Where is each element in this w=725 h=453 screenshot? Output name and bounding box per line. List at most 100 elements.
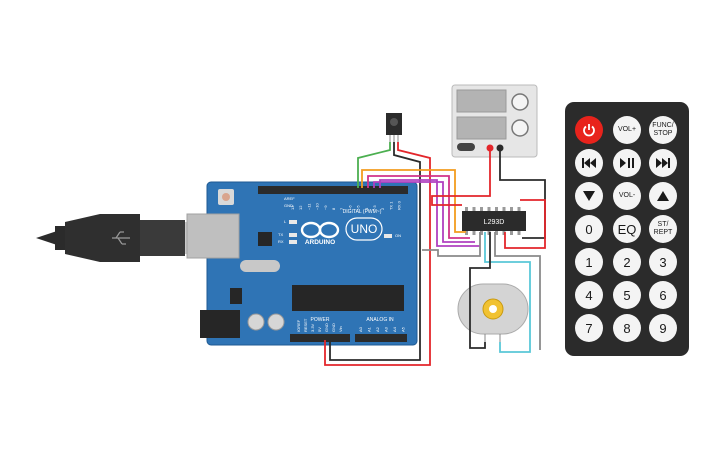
pin-label: A0 bbox=[358, 326, 363, 332]
led-l-label: L bbox=[284, 219, 287, 224]
remote-button-label: 6 bbox=[659, 287, 667, 303]
pin-label: RESET bbox=[303, 318, 308, 332]
chip-pin[interactable] bbox=[517, 207, 521, 211]
remote-button-func-stop[interactable]: FUNC/ STOP bbox=[649, 116, 677, 144]
pin-label: 3.3V bbox=[310, 323, 315, 332]
board-model-label: UNO bbox=[351, 222, 378, 236]
wires bbox=[324, 142, 546, 366]
crystal bbox=[240, 260, 280, 272]
pin-label: 5V bbox=[317, 327, 322, 332]
pin-label: Vin bbox=[338, 326, 343, 332]
chip-pin[interactable] bbox=[495, 207, 498, 211]
skip-back-icon bbox=[582, 158, 596, 168]
pin-label: 12 bbox=[298, 205, 303, 210]
remote-button-2[interactable]: 2 bbox=[613, 248, 641, 276]
play-pause-icon bbox=[620, 158, 634, 168]
remote-button-st-rept[interactable]: ST/ REPT bbox=[649, 215, 677, 243]
chip-pin[interactable] bbox=[465, 231, 468, 235]
chip-pin[interactable] bbox=[487, 231, 491, 235]
pin-label: GND bbox=[331, 323, 336, 332]
pin-label: ~5 bbox=[356, 205, 361, 210]
l293d-driver-chip[interactable]: L293D bbox=[462, 207, 526, 235]
remote-button-label: 3 bbox=[659, 254, 667, 270]
remote-button-1[interactable]: 1 bbox=[575, 248, 603, 276]
remote-button-label: EQ bbox=[617, 221, 637, 237]
pin-label: 8 bbox=[331, 207, 336, 210]
pin-label: 13 bbox=[290, 205, 295, 210]
pin-label: 4 bbox=[364, 207, 369, 210]
digital-header[interactable] bbox=[258, 186, 408, 194]
remote-button-eq[interactable]: EQ bbox=[613, 215, 641, 243]
pin-label: ~9 bbox=[323, 205, 328, 210]
pin-label: IOREF bbox=[296, 319, 301, 332]
ir-receiver[interactable] bbox=[386, 113, 402, 142]
driver-ic-label: L293D bbox=[484, 219, 505, 226]
remote-button-label: 5 bbox=[623, 287, 631, 303]
remote-button-vol-down[interactable]: VOL- bbox=[613, 182, 641, 210]
triangle-down-icon bbox=[583, 191, 595, 201]
pin-label: ~10 bbox=[315, 202, 320, 210]
chip-pin[interactable] bbox=[510, 207, 513, 211]
chip-pin[interactable] bbox=[495, 231, 498, 235]
remote-button-3[interactable]: 3 bbox=[649, 248, 677, 276]
remote-button-label: 2 bbox=[623, 254, 631, 270]
ir-remote: VOL+ FUNC/ STOP VOL- 0 EQ ST/ REPT 1 2 3 4 5 6 7 8 9 bbox=[565, 102, 689, 356]
remote-button-9[interactable]: 9 bbox=[649, 314, 677, 342]
remote-button-play-pause[interactable] bbox=[613, 149, 641, 177]
chip-pin[interactable] bbox=[502, 231, 506, 235]
pin-label: RX 0 bbox=[397, 200, 402, 210]
led-rx-label: RX bbox=[278, 239, 284, 244]
pin-label: A3 bbox=[384, 326, 389, 332]
dc-motor[interactable] bbox=[457, 283, 529, 342]
chip-pin[interactable] bbox=[487, 207, 491, 211]
chip-pin[interactable] bbox=[502, 207, 506, 211]
triangle-up-icon bbox=[657, 191, 669, 201]
remote-button-label: 8 bbox=[623, 320, 631, 336]
remote-button-4[interactable]: 4 bbox=[575, 281, 603, 309]
pin-label: A5 bbox=[401, 326, 406, 332]
remote-button-label: 4 bbox=[585, 287, 593, 303]
pin-label: A4 bbox=[392, 326, 397, 332]
remote-button-6[interactable]: 6 bbox=[649, 281, 677, 309]
power-label: POWER bbox=[311, 317, 330, 323]
remote-button-prev[interactable] bbox=[575, 149, 603, 177]
chip-pin[interactable] bbox=[510, 231, 513, 235]
board-logo-text: ARDUINO bbox=[305, 239, 335, 246]
chip-pin[interactable] bbox=[472, 207, 476, 211]
remote-button-label: VOL+ bbox=[617, 126, 637, 133]
power-supply[interactable] bbox=[451, 84, 538, 158]
pin-label: 2 bbox=[380, 207, 385, 210]
remote-button-8[interactable]: 8 bbox=[613, 314, 641, 342]
arduino-uno-board[interactable]: UNO ARDUINO DIGITAL (PWM~) ANALOG IN POW… bbox=[186, 181, 418, 346]
remote-button-5[interactable]: 5 bbox=[613, 281, 641, 309]
remote-button-label: 1 bbox=[585, 254, 593, 270]
pin-label: 7 bbox=[339, 207, 344, 210]
remote-button-0[interactable]: 0 bbox=[575, 215, 603, 243]
chip-pin[interactable] bbox=[472, 231, 476, 235]
pin-label: GND bbox=[324, 323, 329, 332]
gnd-label: GND bbox=[284, 203, 293, 208]
power-header[interactable] bbox=[290, 334, 350, 342]
chip-pin[interactable] bbox=[517, 231, 521, 235]
remote-button-label: FUNC/ STOP bbox=[652, 122, 674, 137]
usb-cable[interactable] bbox=[36, 214, 213, 262]
power-icon bbox=[582, 123, 596, 137]
remote-button-7[interactable]: 7 bbox=[575, 314, 603, 342]
remote-button-up[interactable] bbox=[649, 182, 677, 210]
analog-header[interactable] bbox=[355, 334, 407, 342]
chip-pin[interactable] bbox=[480, 207, 483, 211]
pin-label: ~11 bbox=[306, 203, 311, 210]
remote-button-label: 9 bbox=[659, 320, 667, 336]
aref-label: AREF bbox=[284, 196, 295, 201]
remote-button-vol-up[interactable]: VOL+ bbox=[613, 116, 641, 144]
led-on-label: ON bbox=[395, 233, 401, 238]
remote-button-power[interactable] bbox=[575, 116, 603, 144]
digital-label: DIGITAL (PWM~) bbox=[343, 209, 382, 215]
chip-pin[interactable] bbox=[480, 231, 483, 235]
remote-button-down[interactable] bbox=[575, 182, 603, 210]
chip-pin[interactable] bbox=[465, 207, 468, 211]
remote-button-label: 7 bbox=[585, 320, 593, 336]
analog-label: ANALOG IN bbox=[366, 317, 394, 323]
remote-button-next[interactable] bbox=[649, 149, 677, 177]
